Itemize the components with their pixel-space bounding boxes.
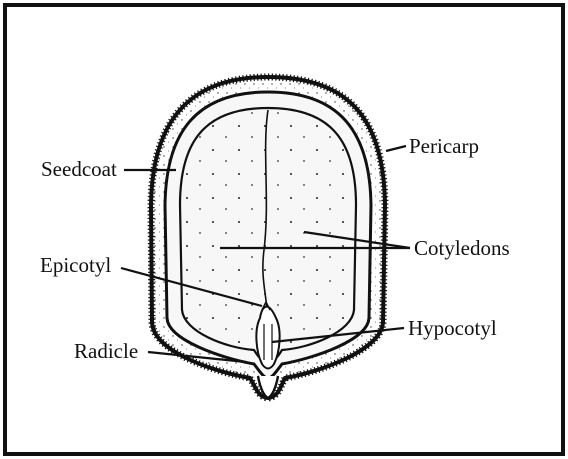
epicotyl-label: Epicotyl <box>40 253 111 277</box>
hypocotyl-label: Hypocotyl <box>408 316 497 340</box>
radicle-label: Radicle <box>74 339 138 363</box>
pericarp-leader <box>386 146 406 151</box>
seedcoat-label: Seedcoat <box>41 157 117 181</box>
cotyledons-label: Cotyledons <box>414 236 510 260</box>
pericarp-label: Pericarp <box>409 134 479 158</box>
